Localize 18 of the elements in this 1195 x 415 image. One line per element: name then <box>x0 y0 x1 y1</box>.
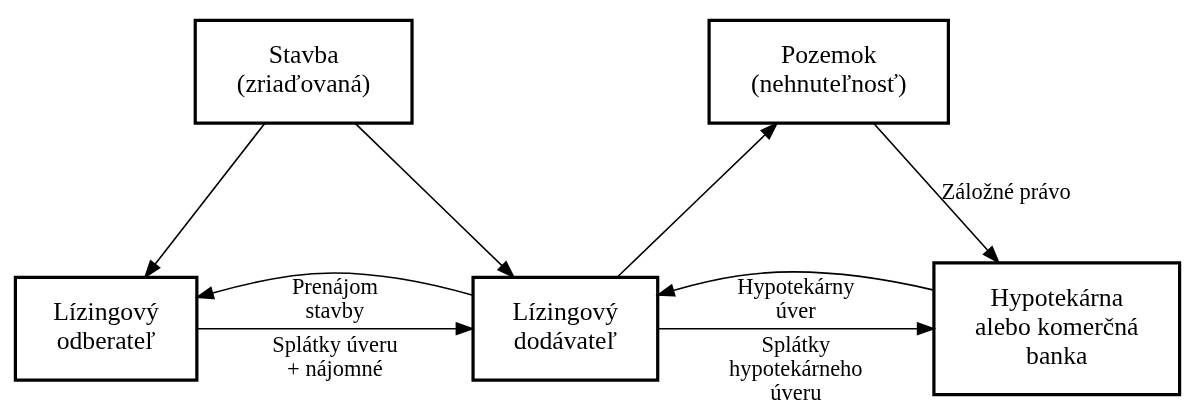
edge-label: Splátky úveru + nájomné <box>272 331 398 381</box>
edge-label: Splátky hypotekárneho úveru <box>729 331 863 405</box>
arrow <box>196 322 475 336</box>
edge-label: Prenájom stavby <box>291 273 379 323</box>
node-box: Lízingový dodávateľ <box>471 275 660 382</box>
arrow <box>194 272 474 300</box>
node-box: Pozemok (nehnuteľnosť) <box>707 18 950 125</box>
node-box: Hypotekárna alebo komerčná banka <box>932 261 1182 397</box>
arrow <box>143 122 266 279</box>
edge-label: Hypotekárny úver <box>737 273 855 323</box>
arrow <box>616 121 779 278</box>
arrow <box>354 122 516 279</box>
node-box: Lízingový odberateľ <box>13 275 199 382</box>
arrow <box>657 322 937 336</box>
edge-label: Záložné právo <box>941 178 1071 204</box>
arrow <box>655 271 935 297</box>
arrow <box>873 122 1001 265</box>
node-box: Stavba (zriaďovaná) <box>193 18 414 125</box>
